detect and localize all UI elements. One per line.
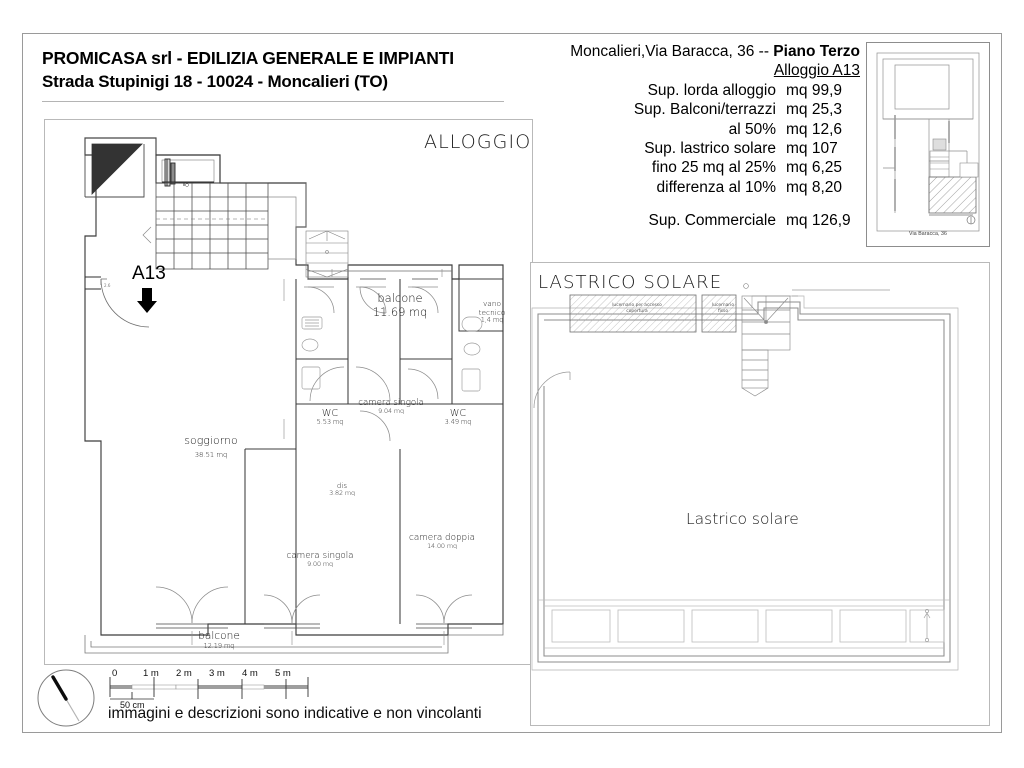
skylight-access-hatch [569,294,697,333]
room-area: 9.04 mq [378,407,404,416]
room-name: camera singola [358,398,424,408]
unit-label: Alloggio A13 [773,62,860,80]
roof-terrace-panel [530,262,990,726]
area-row-4: fino 25 mq al 25% mq 6,25 [530,158,860,177]
company-header: PROMICASA srl - EDILIZIA GENERALE E IMPI… [42,48,512,92]
header-divider [42,101,504,102]
room-label-soggiorno: soggiorno 38.51 mq [156,434,266,459]
shaft-fill [91,143,143,195]
key-plan-drawing [876,52,980,232]
key-plan-inset: Via Baracca, 36 [866,42,990,247]
room-area: 14.00 mq [427,542,457,551]
room-area: 11.69 mq [372,304,428,319]
scale-tick-5: 5 m [275,668,291,679]
room-label-camera-singola-lower: camera singola 9.00 mq [268,551,372,569]
room-area: 3.82 mq [329,489,355,498]
area-label-1: Sup. Balconi/terrazzi [633,101,776,119]
room-name: balcone [377,291,423,305]
room-label-wc-right: WC 3.49 mq [428,408,488,427]
room-area: 38.51 mq [194,450,228,459]
area-value-5: mq 8,20 [786,178,843,196]
scale-tick-4: 4 m [242,668,258,679]
title-unit-row: Alloggio A13 [530,61,860,80]
room-label-camera-doppia: camera doppia 14.00 mq [390,533,494,551]
room-area: 9.00 mq [307,560,333,569]
room-area: 12.19 mq [203,641,235,650]
unit-code-label: A13 [132,263,166,284]
area-label-2: al 50% [728,120,776,138]
area-value-3: mq 107 [786,140,838,158]
area-row-2: al 50% mq 12,6 [530,120,860,139]
room-label-dis: dis 3.82 mq [318,481,366,498]
entrance-arrow-icon [137,288,157,313]
scale-tick-3: 3 m [209,668,225,679]
scale-sub-label: 50 cm [120,700,145,710]
disclaimer-text: immagini e descrizioni sono indicative e… [108,705,482,722]
compass-north-icon [37,669,95,727]
scale-tick-2: 2 m [176,668,192,679]
area-value-2: mq 12,6 [786,120,843,138]
roof-terrace-drawing [531,283,959,671]
room-name: balcone [198,630,240,642]
key-plan-caption: Via Baracca, 36 [908,231,948,237]
area-value-4: mq 6,25 [786,159,843,177]
apartment-floorplan-drawing: 2.6 [84,137,504,654]
roof-panel-title: LASTRICO SOLARE [538,272,723,293]
area-row-0: Sup. lorda alloggio mq 99,9 [530,81,860,100]
commercial-area-row: Sup. Commerciale mq 126,9 [530,211,860,230]
room-label-vano-tecnico: vano tecnico 1,4 mq [466,299,518,325]
area-value-0: mq 99,9 [786,81,843,99]
area-label-0: Sup. lorda alloggio [647,81,776,99]
apartment-panel-title: ALLOGGIO [424,131,532,153]
room-name: soggiorno [184,434,238,447]
area-row-1: Sup. Balconi/terrazzi mq 25,3 [530,100,860,119]
room-name: WC [321,408,339,419]
room-label-wc-left: WC 5.53 mq [300,408,360,427]
area-label-4: fino 25 mq al 25% [651,159,776,177]
room-label-camera-singola-upper: camera singola 9.04 mq [341,398,441,416]
area-label-5: differenza al 10% [656,178,777,196]
title-block-spacer [530,197,860,211]
skylight-access-label: lucernario per accesso copertura [612,303,662,314]
project-address: Moncalieri,Via Baracca, 36 -- [570,43,774,60]
room-name: camera singola [286,551,354,561]
room-name: dis [336,481,348,490]
room-label-balcone-lower: balcone 12.19 mq [170,630,268,650]
commercial-area-label: Sup. Commerciale [648,212,777,230]
skylight-fixed-hatch [701,294,737,333]
area-value-1: mq 25,3 [786,101,843,119]
title-block: Moncalieri,Via Baracca, 36 -- Piano Terz… [530,42,860,231]
room-label-balcone-upper: balcone 11.69 mq [352,291,448,319]
title-address-row: Moncalieri,Via Baracca, 36 -- Piano Terz… [530,42,860,61]
company-name: PROMICASA srl - EDILIZIA GENERALE E IMPI… [42,48,454,68]
company-address: Strada Stupinigi 18 - 10024 - Moncalieri… [42,72,388,91]
scale-tick-0: 0 [112,668,118,679]
room-name: camera doppia [409,533,475,543]
svg-text:2.6: 2.6 [104,283,111,288]
room-area: 3.49 mq [444,418,472,427]
room-name: vano tecnico [478,299,506,317]
room-area: 5.53 mq [316,418,344,427]
floor-label: Piano Terzo [773,43,860,60]
room-area: 1,4 mq [480,316,504,325]
area-label-3: Sup. lastrico solare [644,140,776,158]
roof-terrace-main-label: Lastrico solare [686,510,799,528]
scale-bar [109,677,309,700]
commercial-area-value: mq 126,9 [786,212,851,230]
scale-tick-1: 1 m [143,668,159,679]
area-row-3: Sup. lastrico solare mq 107 [530,139,860,158]
room-name: WC [449,408,467,419]
area-row-5: differenza al 10% mq 8,20 [530,178,860,197]
skylight-fixed-label: lucernario fisso [711,303,735,314]
